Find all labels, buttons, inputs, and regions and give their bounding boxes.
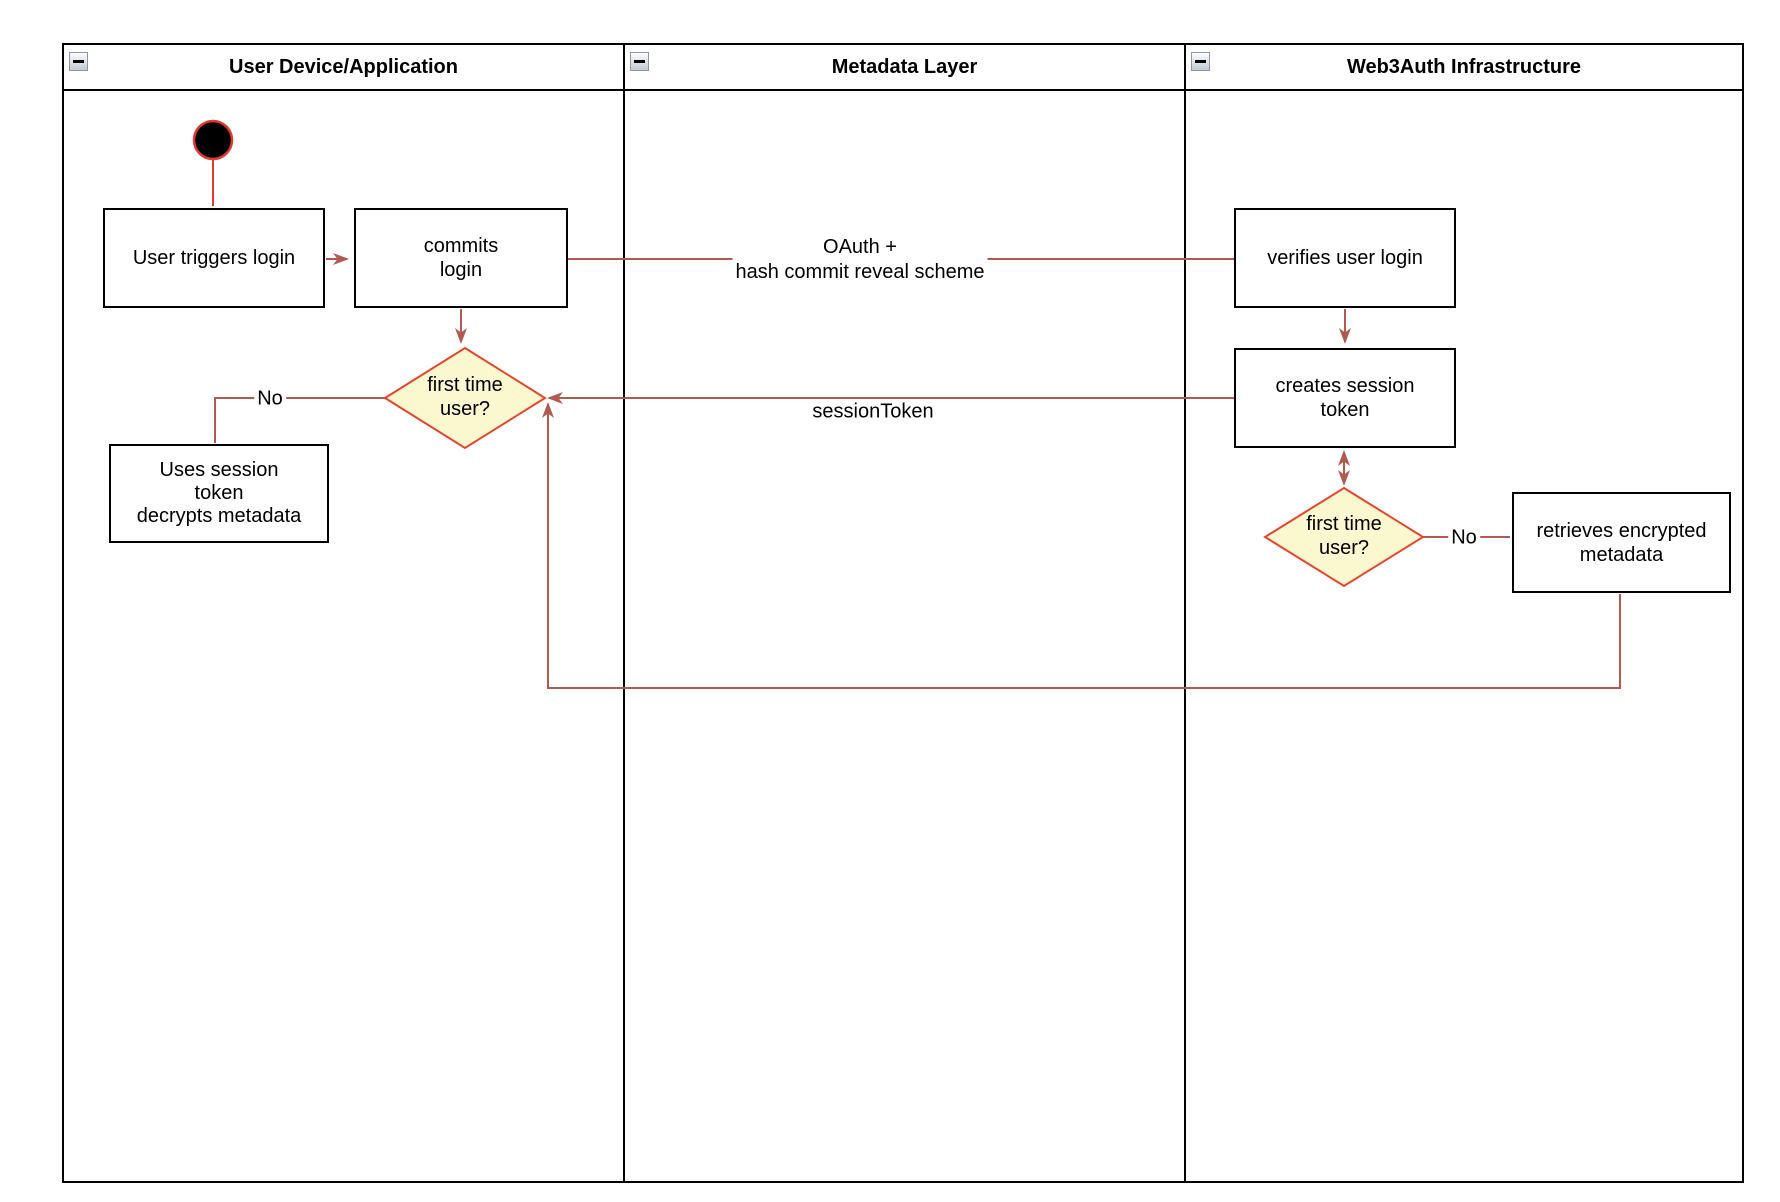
decision-first-time-user-1[interactable] [383,346,547,450]
lane-title-web3auth-infrastructure: Web3Auth Infrastructure [1346,55,1582,78]
edge-label-oauth: OAuth + hash commit reveal scheme [732,235,988,285]
swimlane-pool: User Device/Application Metadata Layer W… [62,43,1744,1183]
lane-header-metadata-layer: Metadata Layer [625,45,1184,91]
collapse-lane-metadata-layer-button[interactable] [630,52,649,71]
lane-header-web3auth-infrastructure: Web3Auth Infrastructure [1186,45,1742,91]
node-retrieves-encrypted-metadata[interactable]: retrieves encrypted metadata [1512,492,1731,593]
decision1-label: first time user? [427,374,503,420]
minus-icon [634,60,645,63]
edge-label-no-right: No [1448,525,1480,551]
swimlane-web3auth-infrastructure: Web3Auth Infrastructure [1186,45,1742,1181]
swimlane-user-device: User Device/Application [64,45,625,1181]
minus-icon [73,60,84,63]
node-uses-session-token[interactable]: Uses session token decrypts metadata [109,444,329,543]
lane-header-user-device: User Device/Application [64,45,623,91]
edge-label-session-token: sessionToken [809,399,937,425]
node-commits-login[interactable]: commits login [354,208,568,308]
edge-label-no-left: No [254,386,286,412]
node-creates-session-token[interactable]: creates session token [1234,348,1456,448]
lane-title-user-device: User Device/Application [229,55,458,78]
lane-title-metadata-layer: Metadata Layer [831,55,978,78]
node-verifies-user-login[interactable]: verifies user login [1234,208,1456,308]
collapse-lane-user-device-button[interactable] [69,52,88,71]
swimlane-metadata-layer: Metadata Layer [625,45,1186,1181]
edge-decision1-no-to-uses-session [214,397,385,443]
decision2-label: first time user? [1306,513,1382,559]
edge-retrieves-to-decision1-feedback [542,402,1621,689]
minus-icon [1195,60,1206,63]
decision-first-time-user-2[interactable] [1263,486,1425,588]
collapse-lane-web3auth-button[interactable] [1191,52,1210,71]
node-user-triggers-login[interactable]: User triggers login [103,208,325,308]
start-node[interactable] [192,119,234,161]
